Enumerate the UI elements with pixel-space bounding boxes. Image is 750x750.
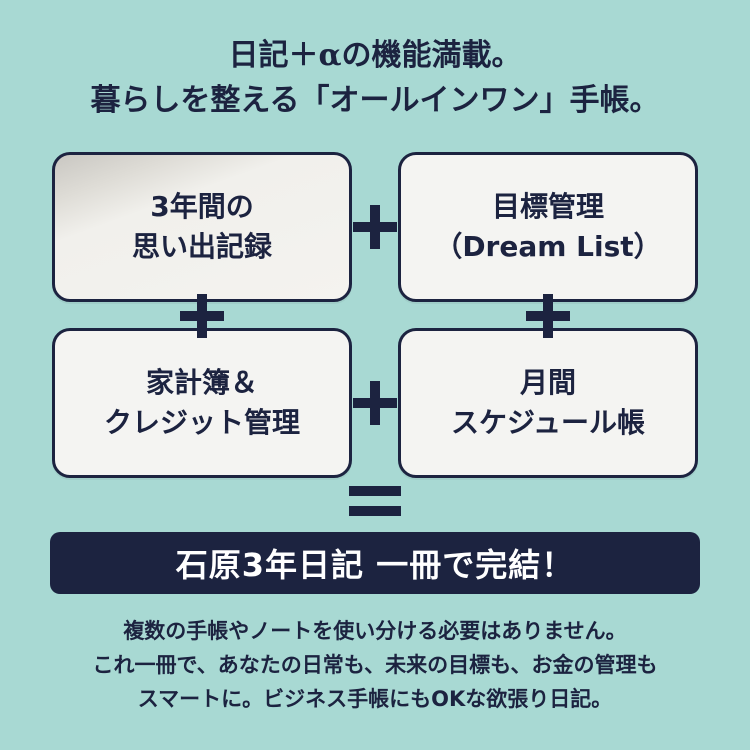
card-monthly-schedule: 月間 スケジュール帳: [398, 328, 698, 478]
card-memories-line-1: 3年間の: [150, 190, 254, 223]
description-line-3: スマートに。ビジネス手帳にもOKな欲張り日記。: [137, 687, 613, 711]
card-goals: 目標管理 （Dream List）: [398, 152, 698, 302]
banner: 石原3年日記 一冊で完結！: [50, 532, 700, 594]
plus-icon: [353, 205, 397, 249]
card-household-budget: 家計簿＆ クレジット管理: [52, 328, 352, 478]
card-household-budget-line-1: 家計簿＆: [145, 366, 258, 399]
card-memories-line-2: 思い出記録: [131, 230, 272, 263]
description-line-1: 複数の手帳やノートを使い分ける必要はありません。: [123, 619, 627, 643]
plus-icon: [353, 381, 397, 425]
card-monthly-schedule-line-1: 月間: [519, 366, 576, 399]
card-goals-line-2: （Dream List）: [434, 230, 662, 263]
card-monthly-schedule-line-2: スケジュール帳: [450, 406, 646, 439]
description-line-2: これ一冊で、あなたの日常も、未来の目標も、お金の管理も: [92, 653, 658, 677]
plus-icon: [180, 294, 224, 338]
banner-text: 石原3年日記 一冊で完結！: [175, 546, 575, 584]
headline-line-2: 暮らしを整える「オールインワン」手帳。: [90, 83, 660, 118]
headline-line-1: 日記＋αの機能満載。: [228, 38, 522, 73]
equals-icon: [349, 484, 401, 518]
card-goals-line-1: 目標管理: [491, 190, 604, 223]
card-memories: 3年間の 思い出記録: [52, 152, 352, 302]
plus-icon: [526, 294, 570, 338]
description: 複数の手帳やノートを使い分ける必要はありません。 これ一冊で、あなたの日常も、未…: [0, 614, 750, 716]
headline: 日記＋αの機能満載。 暮らしを整える「オールインワン」手帳。: [0, 34, 750, 124]
card-household-budget-line-2: クレジット管理: [103, 406, 300, 439]
